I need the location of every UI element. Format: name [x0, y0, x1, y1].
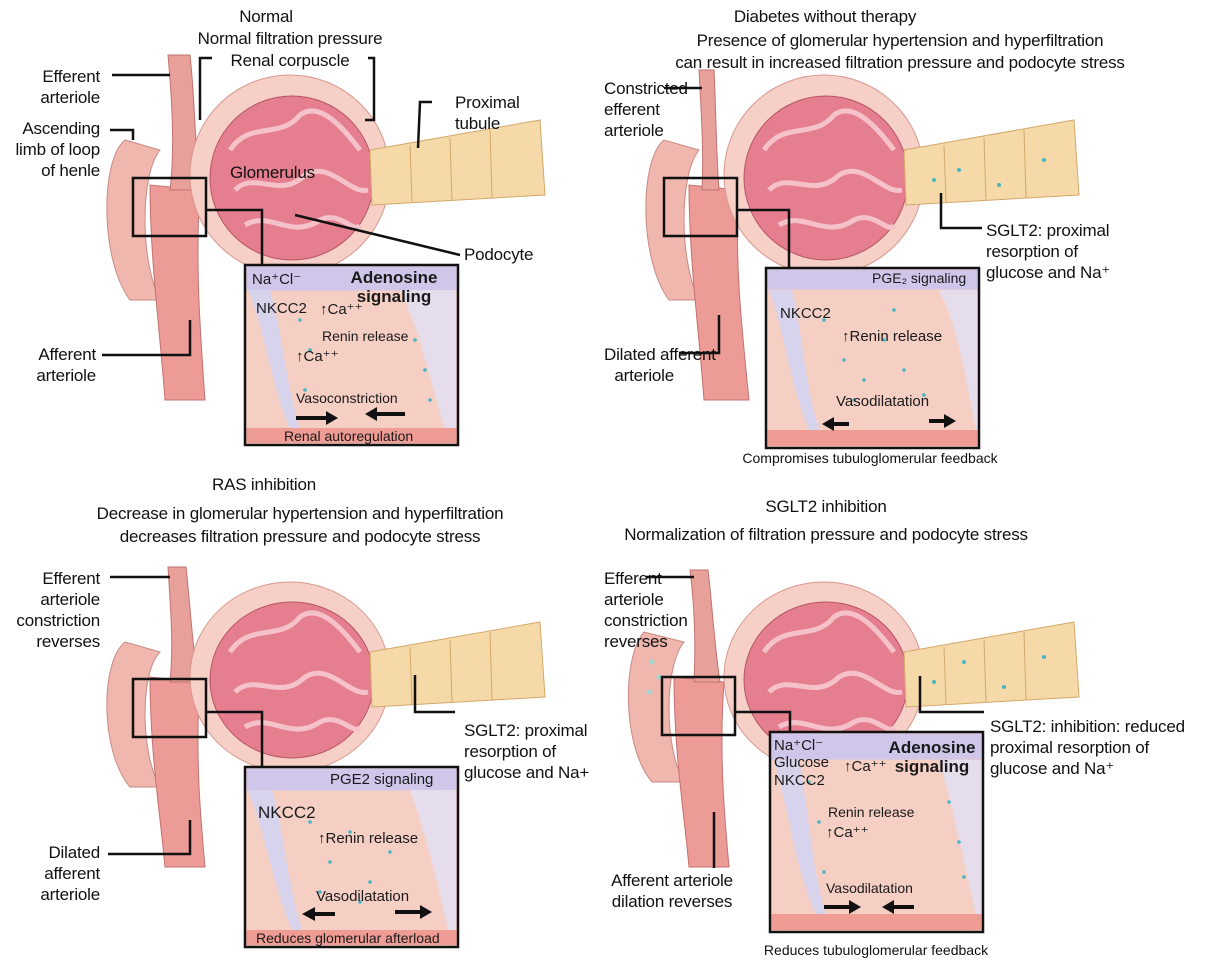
inset-signaling: PGE2 signaling [330, 771, 433, 788]
inset-renin: ↑Renin release [842, 328, 942, 345]
inset-band-label: Reduces glomerular afterload [256, 930, 440, 946]
title-line-1: RAS inhibition [212, 474, 316, 495]
title-line-3: can result in increased filtration press… [675, 52, 1124, 73]
inset-nkcc2: NKCC2 [256, 300, 307, 317]
inset-renin: Renin release [322, 328, 408, 345]
inset-panel [766, 268, 979, 448]
label-podocyte: Podocyte [464, 244, 533, 265]
inset-glucose: Glucose [774, 754, 829, 771]
title-line-2: Decrease in glomerular hypertension and … [97, 503, 504, 524]
inset-signaling: PGE₂ signaling [872, 270, 966, 287]
title-line-2: Normalization of filtration pressure and… [624, 524, 1028, 545]
inset-panel [245, 767, 458, 947]
panel-diabetes: Diabetes without therapy Presence of glo… [604, 0, 1208, 482]
inset-renin: ↑Renin release [318, 830, 418, 847]
title-line-3: decreases filtration pressure and podocy… [120, 526, 481, 547]
inset-vaso: Vasodilatation [836, 393, 929, 410]
title-line-1: SGLT2 inhibition [765, 496, 886, 517]
caption: Reduces tubuloglomerular feedback [764, 942, 988, 958]
caption: Compromises tubuloglomerular feedback [742, 450, 997, 466]
title-line-2: Presence of glomerular hypertension and … [697, 30, 1104, 51]
inset-nkcc2: NKCC2 [774, 772, 825, 789]
panel-sglt2-inhibition: SGLT2 inhibition Normalization of filtra… [604, 482, 1208, 964]
label-renal-corpuscle: Renal corpuscle [231, 50, 350, 71]
inset-vaso: Vasodilatation [826, 880, 913, 897]
inset-vaso: Vasoconstriction [296, 390, 398, 407]
title-line-1: Normal [239, 6, 293, 27]
panel-normal: Normal Normal filtration pressure Renal … [0, 0, 604, 482]
title-line-1: Diabetes without therapy [734, 6, 916, 27]
inset-calcium-1: ↑Ca⁺⁺ [320, 301, 363, 318]
inset-vaso: Vasodilatation [316, 888, 409, 905]
inset-nkcc2: NKCC2 [258, 804, 316, 821]
inset-ion: Na⁺Cl⁻ [774, 737, 823, 754]
inset-calcium-2: ↑Ca⁺⁺ [826, 824, 869, 841]
label-glomerulus: Glomerulus [230, 162, 315, 183]
title-line-2: Normal filtration pressure [198, 28, 383, 49]
panel-ras-inhibition: RAS inhibition Decrease in glomerular hy… [0, 482, 604, 964]
inset-nkcc2: NKCC2 [780, 305, 831, 322]
inset-calcium-2: ↑Ca⁺⁺ [296, 348, 339, 365]
inset-ion: Na⁺Cl⁻ [252, 271, 301, 288]
inset-band-label: Renal autoregulation [284, 428, 413, 444]
inset-renin: Renin release [828, 804, 914, 821]
